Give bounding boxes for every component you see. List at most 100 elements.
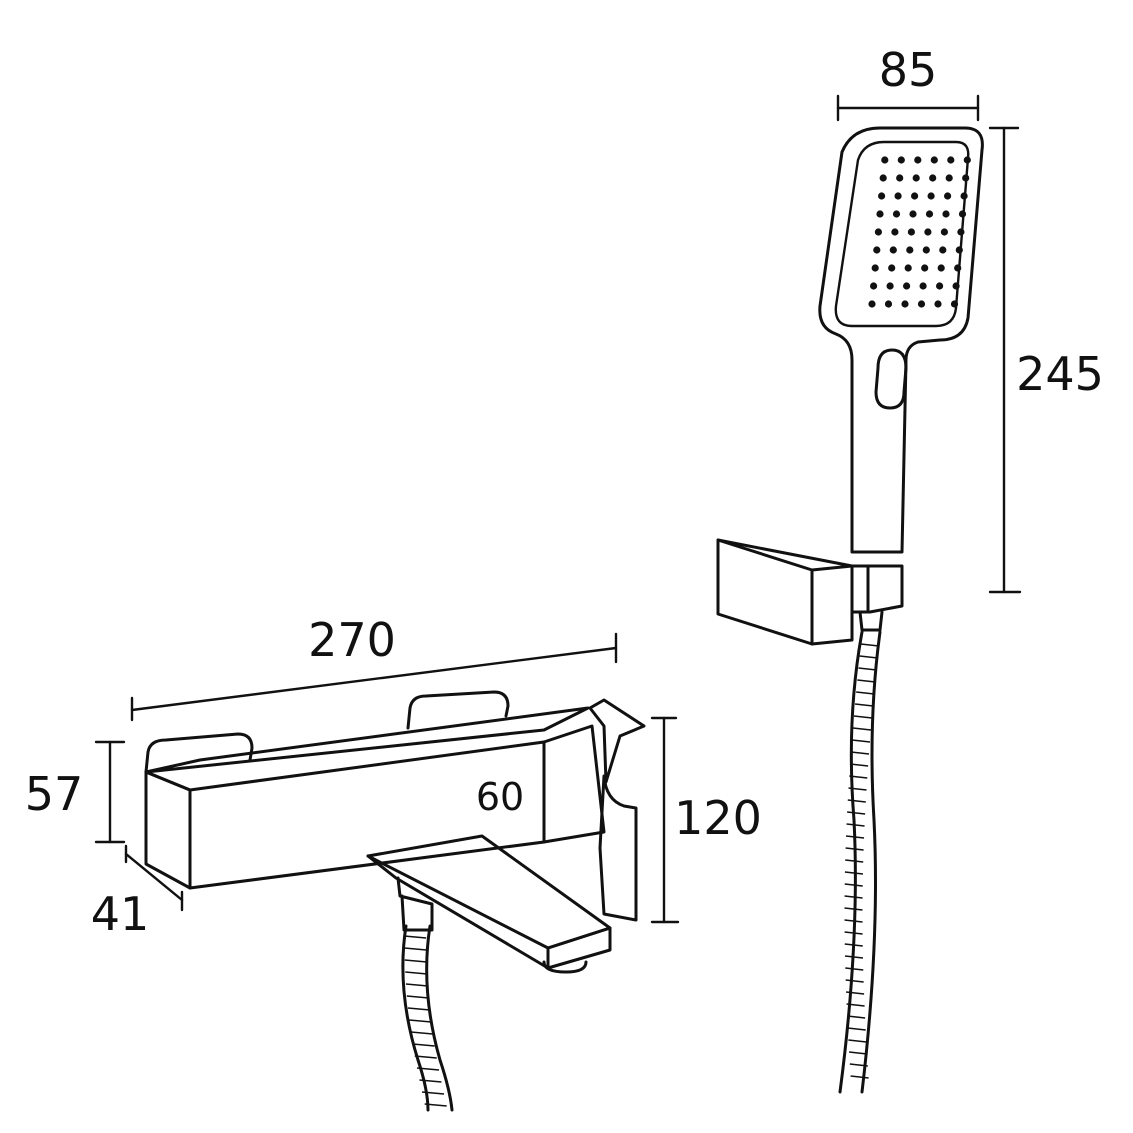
hose-rib [424,1103,447,1107]
hose-left [401,924,454,1112]
hose-rib [847,1027,866,1031]
nozzle-dot [873,246,881,254]
nozzle-dot [954,264,962,272]
body-top-face [144,706,590,774]
nozzle-dot [897,156,905,164]
hose-rib [844,907,863,911]
nozzle-dot [906,246,914,254]
hose-rib [849,775,868,779]
hose-rib [846,823,865,827]
hand-shower [818,126,984,554]
shower-button [874,348,908,410]
hose-rib [848,787,867,791]
hose-rib [409,1019,432,1023]
hose-rib [858,667,877,671]
nozzle-dot [937,264,945,272]
hose-rib [849,1063,868,1067]
hose-rib [844,919,863,923]
nozzle-dot [939,246,947,254]
nozzle-dot [870,282,878,290]
hose-rib [860,643,879,647]
hose-rib [859,655,878,659]
nozzle-dot [950,300,959,308]
hose-rib [848,1039,867,1043]
hose-rib [844,883,863,887]
nozzle-dot [891,228,899,236]
nozzle-dot [876,210,884,218]
hose-rib [844,931,863,935]
nozzle-dot [874,228,883,236]
hose-rib [404,935,427,939]
nozzle-dot [952,282,960,290]
nozzle-dot [922,246,930,254]
hose-rib [847,1015,866,1019]
hose-rib [412,1043,435,1047]
hose-rib [853,715,873,719]
nozzle-dot [907,228,916,236]
nozzle-dot [892,210,901,218]
hose-rib [416,1067,440,1071]
hose-rib [844,895,863,899]
nozzle-dot [925,210,934,218]
nozzle-dot [871,264,879,272]
nozzle-dot [936,282,944,290]
hose-rib [847,811,866,815]
hose-rib [845,847,864,851]
nozzle-dot [909,210,917,218]
diverter-lever [588,698,646,784]
holder-clip [850,564,904,614]
hose-rib [404,959,427,963]
hose-rib [406,995,429,999]
holder-top-edge [716,538,854,572]
hose-rib [845,979,864,983]
nozzle-dot [929,174,937,182]
nozzle-dot [924,228,932,236]
hose-rib [404,947,427,951]
hose-rib [847,799,866,803]
hose-rib [846,991,865,995]
nozzle-dot [888,264,896,272]
body-right-end [542,724,606,844]
dim-handshower-width: 85 [879,43,938,97]
nozzle-dot [911,192,919,200]
nozzle-dot [962,174,970,182]
hose-rib [845,859,864,863]
right-handle [406,690,510,730]
nozzle-dot [942,210,950,218]
hose-connector [396,876,434,932]
nozzle-dot [889,246,897,254]
hose-rib [414,1055,437,1059]
holder-block [716,538,854,646]
dim-mixer-total-height: 120 [674,791,762,845]
dim-mixer-depth: 41 [91,887,150,941]
nozzle-dot [904,264,912,272]
nozzle-dot [960,192,968,200]
hose-rib [850,1075,869,1079]
nozzle-dot [958,210,967,218]
nozzle-dot [901,300,909,308]
nozzle-dot [945,174,953,182]
nozzle-dot [947,156,955,164]
hose-rib [846,1003,865,1007]
hose-rib [405,983,428,987]
nozzle-dot [963,156,971,164]
hose-rib [857,679,876,683]
nozzle-dot [903,282,911,290]
dim-handshower-height: 245 [1016,347,1104,401]
nozzle-dot [914,156,922,164]
shower-head-outline [818,126,984,554]
hose-rib [851,739,871,743]
nozzle-dot [868,300,876,308]
nozzle-dot [881,156,889,164]
dimension-lines [94,94,1022,924]
body-end-face [144,770,192,890]
hose-rib [845,967,864,971]
left-handle [144,732,254,774]
nozzle-dot [878,192,886,200]
nozzle-dot [884,300,893,308]
nozzle-dot [912,174,920,182]
nozzle-dot [896,174,904,182]
holder-ring [858,610,884,632]
nozzle-dot [894,192,902,200]
